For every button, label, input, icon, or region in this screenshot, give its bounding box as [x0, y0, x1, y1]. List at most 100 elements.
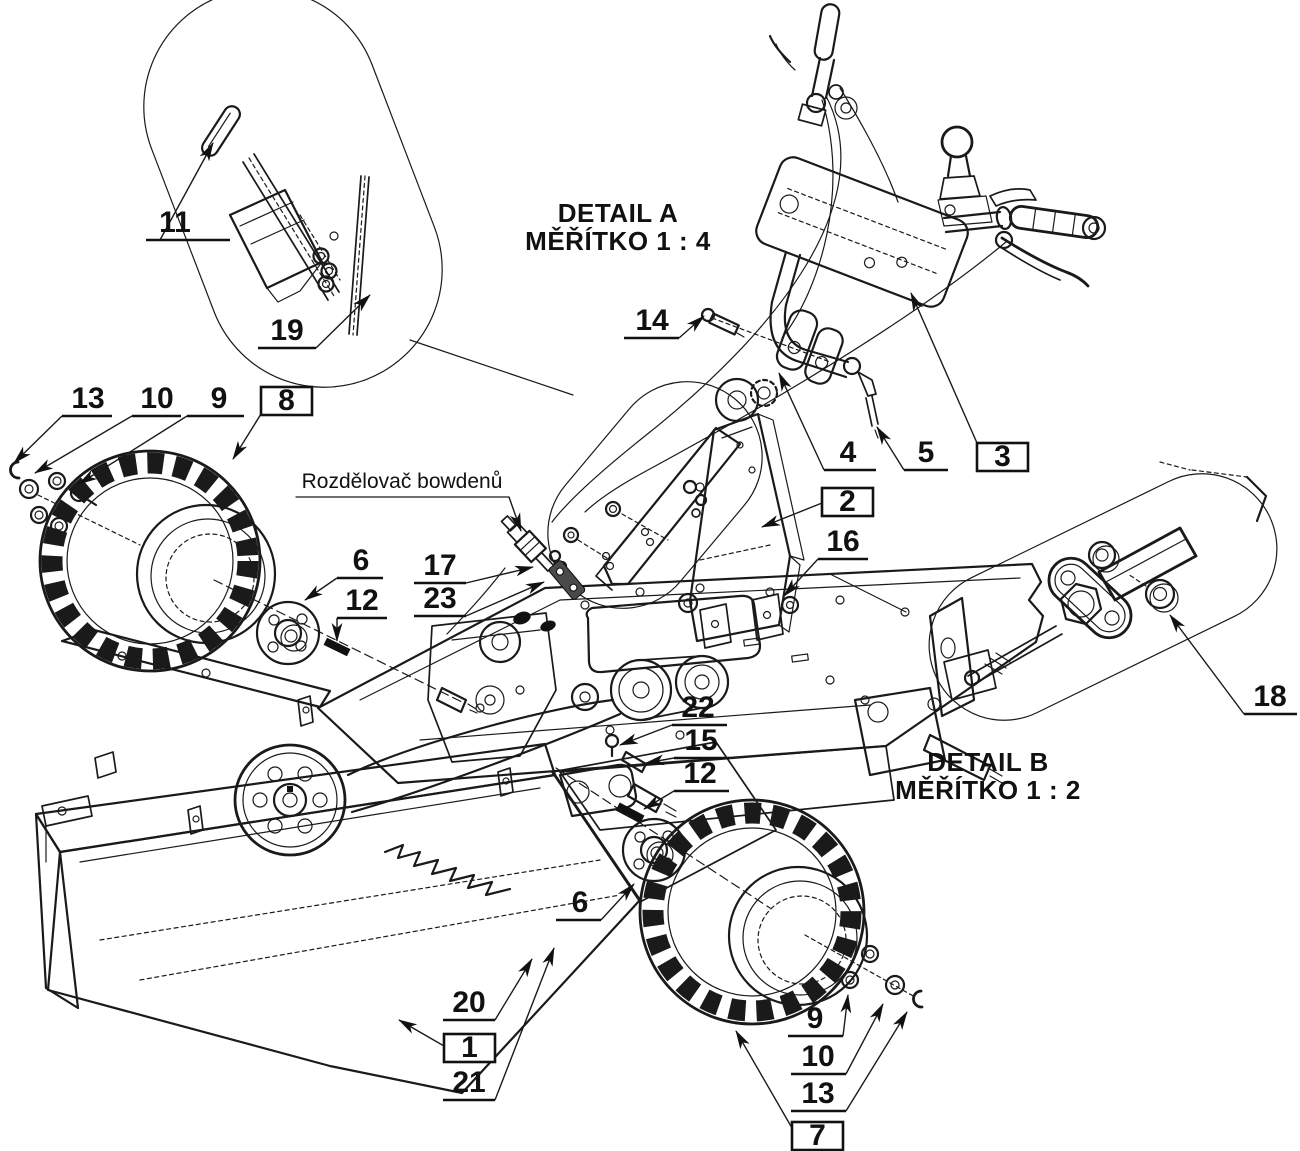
rear-axle-housing	[853, 686, 1003, 784]
leader-line	[78, 415, 188, 485]
part-number-box	[820, 486, 875, 518]
part-number: 13	[801, 1077, 834, 1110]
callout-12: 12	[643, 757, 729, 810]
right-wheel	[638, 798, 869, 1026]
part-number: 10	[801, 1040, 834, 1073]
part-number: 5	[918, 436, 935, 469]
callout-5: 5	[876, 426, 948, 472]
part-number: 20	[452, 986, 485, 1019]
axle-shaft	[1097, 526, 1198, 602]
steering-column-plate	[595, 377, 805, 649]
callout-13: 13	[791, 1011, 908, 1113]
callout-22: 22	[619, 691, 727, 746]
callout-20: 20	[443, 958, 533, 1022]
callout-6: 6	[556, 883, 635, 922]
shaft-key	[323, 637, 351, 657]
leader-line	[494, 947, 555, 1101]
callout-19: 19	[258, 294, 371, 350]
part-number: 12	[683, 757, 716, 790]
column-strut	[602, 426, 742, 586]
callout-11: 11	[146, 142, 230, 242]
pivot-clevis	[775, 309, 819, 371]
leader-line	[840, 994, 852, 1037]
leader-line	[465, 581, 545, 617]
deck-pulley	[233, 743, 347, 857]
callout-1: 1	[398, 1019, 497, 1064]
pivot-pin	[700, 307, 745, 338]
part-number: 4	[840, 436, 857, 469]
leader-line	[761, 502, 823, 528]
leader-line	[1169, 614, 1245, 715]
left-hub	[213, 579, 478, 714]
part-number: 8	[278, 384, 295, 417]
leader-line	[494, 958, 533, 1021]
detail-b-bubble	[829, 461, 1278, 721]
callout-8: 8	[232, 384, 314, 460]
leader-line	[876, 426, 905, 471]
clamp-nuts	[312, 231, 339, 293]
callout-6: 6	[304, 544, 383, 601]
part-number: 1	[461, 1031, 478, 1064]
leader-line	[910, 292, 978, 444]
control-cables	[446, 87, 1007, 635]
callout-10: 10	[34, 382, 181, 474]
bowden-splitter	[500, 515, 611, 600]
left-wheel-hardware	[9, 460, 141, 546]
callout-12: 12	[331, 584, 387, 642]
cable-clamp	[548, 560, 586, 600]
right-wheel-hardware	[804, 934, 924, 1009]
leader-line	[13, 415, 63, 464]
part-number-box	[259, 385, 314, 417]
leader-line	[783, 558, 819, 597]
leader-line	[232, 413, 262, 460]
part-number-box	[975, 441, 1030, 473]
part-number: 19	[270, 314, 303, 347]
leader-line	[398, 1019, 445, 1047]
callout-15: 15	[645, 724, 729, 766]
detail-b-connector-line	[829, 573, 907, 613]
mount-screw	[780, 595, 800, 615]
cutting-blade	[383, 843, 512, 897]
leader-line	[304, 577, 338, 601]
left-lever-pivot	[805, 92, 827, 114]
leader-line	[645, 754, 675, 766]
part-number-box	[790, 1120, 845, 1151]
part-number: 15	[684, 724, 717, 757]
right-grip	[1008, 205, 1100, 239]
leader-line	[778, 372, 825, 471]
axle-nut	[1144, 578, 1176, 610]
leader-line	[845, 1003, 884, 1075]
leader-line	[678, 315, 705, 339]
leader-line	[600, 883, 635, 921]
shaft-key	[615, 802, 645, 824]
callout-4: 4	[778, 372, 876, 472]
leader-line	[34, 415, 133, 474]
leader-line	[315, 294, 371, 349]
part-number: 6	[572, 886, 589, 919]
circlip	[912, 989, 924, 1009]
leader-line	[619, 724, 673, 746]
leader-line	[643, 790, 675, 810]
engine-block	[427, 612, 557, 763]
part-number: 12	[345, 584, 378, 617]
mower-deck	[34, 695, 777, 1095]
callout-16: 16	[783, 525, 868, 597]
detail-a-bubble	[143, 0, 443, 388]
leader-line	[465, 565, 534, 584]
part-number: 14	[635, 304, 669, 337]
part-number: 22	[681, 691, 714, 724]
callout-21: 21	[443, 947, 555, 1102]
callout-9: 9	[78, 382, 244, 485]
part-number-box	[442, 1032, 497, 1064]
part-number: 10	[140, 382, 173, 415]
annotation-text: Rozdělovač bowdenů	[302, 470, 503, 493]
part-number: 23	[423, 582, 456, 615]
leader-line	[735, 1030, 793, 1129]
detail-b-scale: MĚŘÍTKO 1 : 2	[895, 775, 1081, 805]
callout-3: 3	[910, 292, 1030, 473]
flange-nut	[1059, 582, 1103, 626]
